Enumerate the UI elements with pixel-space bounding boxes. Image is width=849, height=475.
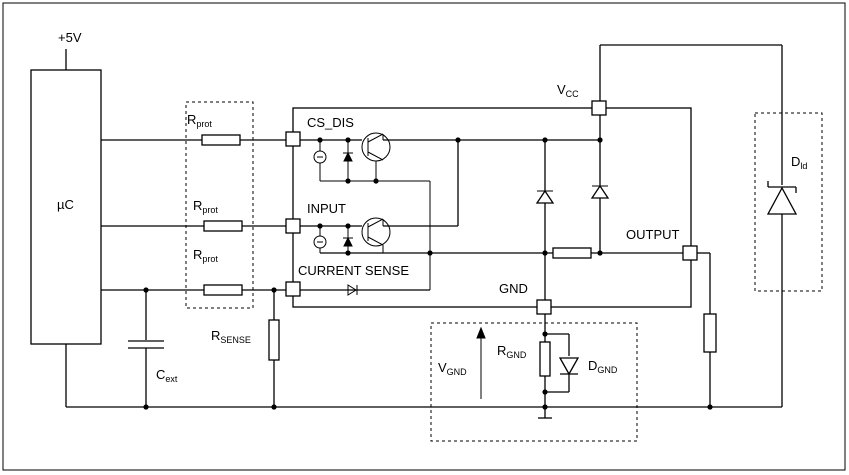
zener-icon (343, 151, 353, 162)
cs-dis-line: Rprot (101, 112, 286, 146)
pin-gnd (536, 299, 552, 315)
r-sense: RSENSE (211, 290, 280, 407)
output-label: OUTPUT (626, 227, 680, 242)
pin-output (682, 245, 698, 261)
transistor-icon (361, 217, 391, 247)
r-prot-group-box (185, 101, 254, 309)
vcc-label: VCC (557, 82, 579, 99)
pin-current-sense (285, 281, 301, 297)
supply-5v: +5V (58, 30, 82, 70)
r-prot-3 (203, 284, 243, 296)
microcontroller: µC (30, 69, 102, 345)
r-prot-2-label: Rprot (193, 198, 218, 215)
diode-icon (766, 186, 798, 215)
diode-icon (347, 284, 357, 296)
current-sense-diode (300, 284, 430, 296)
input-stage (300, 137, 553, 256)
internal-clamps (535, 115, 683, 300)
zener-icon (535, 189, 555, 204)
device-box (292, 107, 692, 308)
d-ld-label: Dld (791, 154, 807, 171)
r-sense-label: RSENSE (211, 328, 251, 345)
r-gnd-label: RGND (497, 343, 527, 360)
plus5v-label: +5V (58, 30, 82, 45)
r-prot-1-label: Rprot (187, 112, 212, 129)
vcc-connection (599, 44, 783, 185)
cs-dis-label: CS_DIS (307, 115, 354, 130)
gnd-label: GND (499, 281, 528, 296)
r-prot-1 (201, 134, 241, 146)
uc-label: µC (57, 197, 74, 212)
ground-return (65, 214, 783, 410)
gnd-network-group-box (430, 322, 638, 442)
current-sense-line: Rprot (101, 247, 286, 296)
d-gnd-icon (558, 357, 580, 376)
pin-cs-dis (285, 131, 301, 147)
r-gnd (539, 341, 551, 377)
output-load (697, 252, 717, 407)
load-resistor (703, 313, 717, 353)
d-ld: Dld (766, 154, 807, 215)
pin-input (285, 218, 301, 234)
d-ld-group-box (754, 112, 823, 292)
r-prot-3-label: Rprot (193, 247, 218, 264)
r-prot-2 (203, 220, 243, 232)
input-label: INPUT (307, 201, 346, 216)
c-ext-label: Cext (156, 367, 178, 384)
current-sense-label: CURRENT SENSE (298, 263, 409, 278)
zener-icon (590, 184, 610, 199)
d-gnd-label: DGND (588, 358, 618, 375)
c-ext: Cext (128, 290, 178, 407)
cs-dis-stage (300, 132, 600, 290)
zener-icon (343, 236, 353, 247)
gnd-network: RGND DGND VGND (438, 314, 618, 419)
output-resistor (552, 247, 592, 259)
input-line: Rprot (101, 198, 286, 232)
pin-vcc (591, 100, 607, 116)
v-gnd-label: VGND (438, 360, 467, 377)
